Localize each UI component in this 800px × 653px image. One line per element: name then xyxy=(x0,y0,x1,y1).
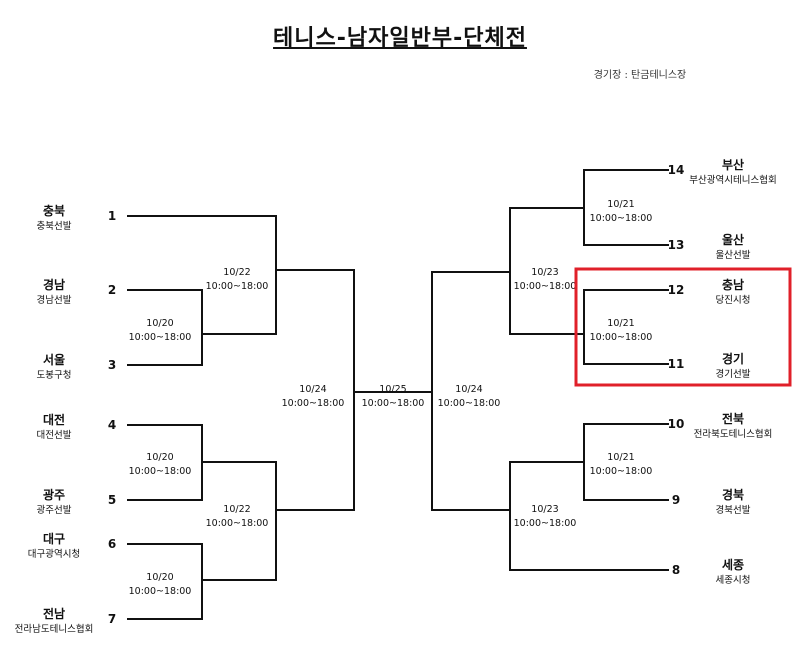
match-time: 10:00~18:00 xyxy=(129,332,192,343)
team-region: 서울 xyxy=(43,352,65,367)
seed-number: 9 xyxy=(672,493,680,507)
match-time: 10:00~18:00 xyxy=(362,398,425,409)
team-club: 도봉구청 xyxy=(37,370,72,381)
team-club: 경남선발 xyxy=(37,294,72,306)
team-region: 경남 xyxy=(43,277,65,292)
seed-number: 6 xyxy=(108,537,116,551)
match-date: 10/24 xyxy=(455,384,482,395)
team-region: 울산 xyxy=(722,232,744,247)
seed-number: 2 xyxy=(108,283,116,297)
match-time: 10:00~18:00 xyxy=(282,398,345,409)
match-time: 10:00~18:00 xyxy=(206,518,269,529)
team-club: 경북선발 xyxy=(716,504,751,516)
seed-number: 14 xyxy=(668,163,685,177)
team-club: 당진시청 xyxy=(716,295,751,306)
seed-number: 4 xyxy=(108,418,116,432)
seed-number: 11 xyxy=(668,357,685,371)
match-date: 10/25 xyxy=(379,384,406,395)
team-region: 경기 xyxy=(722,351,744,366)
match-time: 10:00~18:00 xyxy=(590,213,653,224)
team-region: 충남 xyxy=(722,277,744,292)
team-club: 울산선발 xyxy=(716,250,751,261)
match-time: 10:00~18:00 xyxy=(590,466,653,477)
seed-number: 10 xyxy=(668,417,685,431)
team-club: 부산광역시테니스협회 xyxy=(689,174,776,186)
match-time: 10:00~18:00 xyxy=(438,398,501,409)
match-date: 10/21 xyxy=(607,318,634,329)
team-region: 세종 xyxy=(722,557,744,572)
team-club: 세종시청 xyxy=(716,575,751,586)
team-club: 대구광역시청 xyxy=(28,548,80,560)
match-date: 10/21 xyxy=(607,452,634,463)
team-region: 광주 xyxy=(43,487,65,502)
match-date: 10/20 xyxy=(146,452,173,463)
match-date: 10/22 xyxy=(223,504,250,515)
team-club: 경기선발 xyxy=(716,368,751,380)
team-club: 전라남도테니스협회 xyxy=(15,623,94,635)
match-date: 10/20 xyxy=(146,318,173,329)
match-date: 10/23 xyxy=(531,267,558,278)
venue-label: 경기장 : 탄금테니스장 xyxy=(593,70,687,81)
team-region: 전북 xyxy=(722,411,744,426)
team-region: 대전 xyxy=(43,412,65,427)
team-club: 대전선발 xyxy=(37,430,72,441)
team-region: 전남 xyxy=(43,606,65,621)
match-time: 10:00~18:00 xyxy=(514,518,577,529)
team-club: 충북선발 xyxy=(37,221,72,232)
highlight-box xyxy=(574,267,792,387)
team-region: 경북 xyxy=(722,488,744,502)
match-time: 10:00~18:00 xyxy=(206,281,269,292)
seed-number: 7 xyxy=(108,612,116,626)
match-time: 10:00~18:00 xyxy=(590,332,653,343)
match-date: 10/20 xyxy=(146,572,173,583)
match-date: 10/22 xyxy=(223,267,250,278)
match-time: 10:00~18:00 xyxy=(514,281,577,292)
seed-number: 5 xyxy=(108,493,116,507)
seed-number: 1 xyxy=(108,209,116,223)
seed-number: 8 xyxy=(672,563,680,577)
match-date: 10/23 xyxy=(531,504,558,515)
match-time: 10:00~18:00 xyxy=(129,586,192,597)
match-date: 10/24 xyxy=(299,384,326,395)
team-region: 대구 xyxy=(43,532,65,546)
seed-number: 13 xyxy=(668,238,685,252)
seed-number: 3 xyxy=(108,358,116,372)
team-region: 충북 xyxy=(43,203,65,218)
page-title: 테니스-남자일반부-단체전 xyxy=(273,26,527,51)
team-club: 광주선발 xyxy=(37,504,72,516)
seed-number: 12 xyxy=(668,283,685,297)
team-club: 전라북도테니스협회 xyxy=(694,428,773,440)
team-region: 부산 xyxy=(722,157,744,172)
match-time: 10:00~18:00 xyxy=(129,466,192,477)
match-date: 10/21 xyxy=(607,199,634,210)
